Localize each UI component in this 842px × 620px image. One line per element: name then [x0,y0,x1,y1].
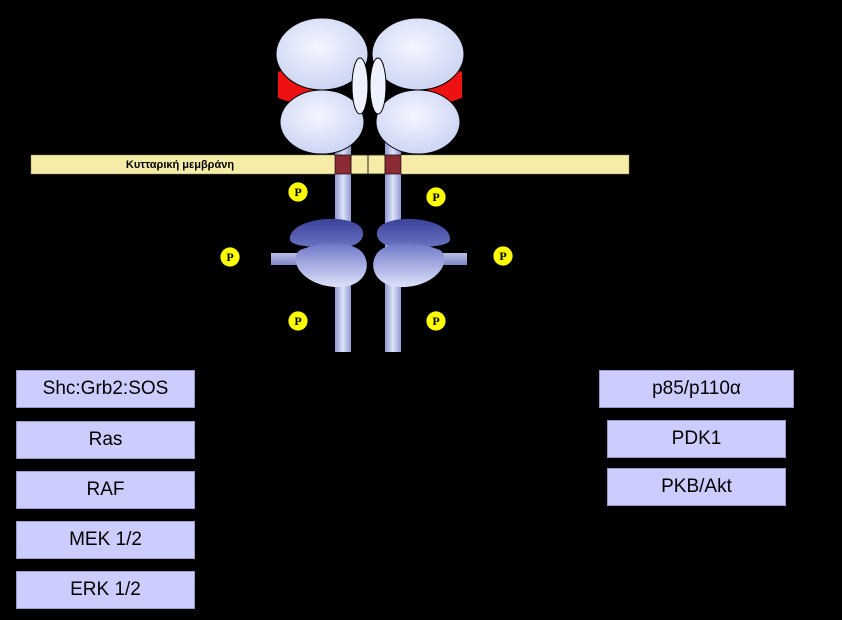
pathway-box-p85-p110a: p85/p110α [599,370,794,408]
phospho-site-right-lower: P [426,311,446,331]
pathway-box-pdk1: PDK1 [607,420,786,458]
pathway-box-shc-grb2-sos: Shc:Grb2:SOS [16,370,195,408]
right-kinase-domain [373,219,450,287]
svg-text:P: P [432,190,439,204]
svg-text:P: P [499,249,506,263]
phospho-site-right-upper: P [426,187,446,207]
left-dimer-oval [352,58,368,114]
right-dimer-oval [370,58,386,114]
pathway-box-mek: MEK 1/2 [16,521,195,559]
pathway-box-erk: ERK 1/2 [16,571,195,609]
right-transmembrane-segment [385,155,401,174]
membrane-label: Κυτταρική μεμβράνη [126,159,234,171]
phospho-site-right-middle: P [493,246,513,266]
left-lower-lobe [280,90,364,154]
pathway-box-raf: RAF [16,471,195,509]
phospho-site-left-lower: P [288,311,308,331]
right-lower-lobe [376,90,460,154]
cell-membrane [31,155,629,174]
pathway-box-ras: Ras [16,421,195,459]
svg-text:P: P [294,314,301,328]
phospho-site-left-middle: P [220,247,240,267]
svg-text:P: P [432,314,439,328]
svg-text:P: P [226,250,233,264]
svg-text:P: P [294,185,301,199]
pathway-box-pkb-akt: PKB/Akt [607,468,786,506]
phospho-site-left-upper: P [288,182,308,202]
left-kinase-domain [290,219,367,287]
left-transmembrane-segment [335,155,351,174]
